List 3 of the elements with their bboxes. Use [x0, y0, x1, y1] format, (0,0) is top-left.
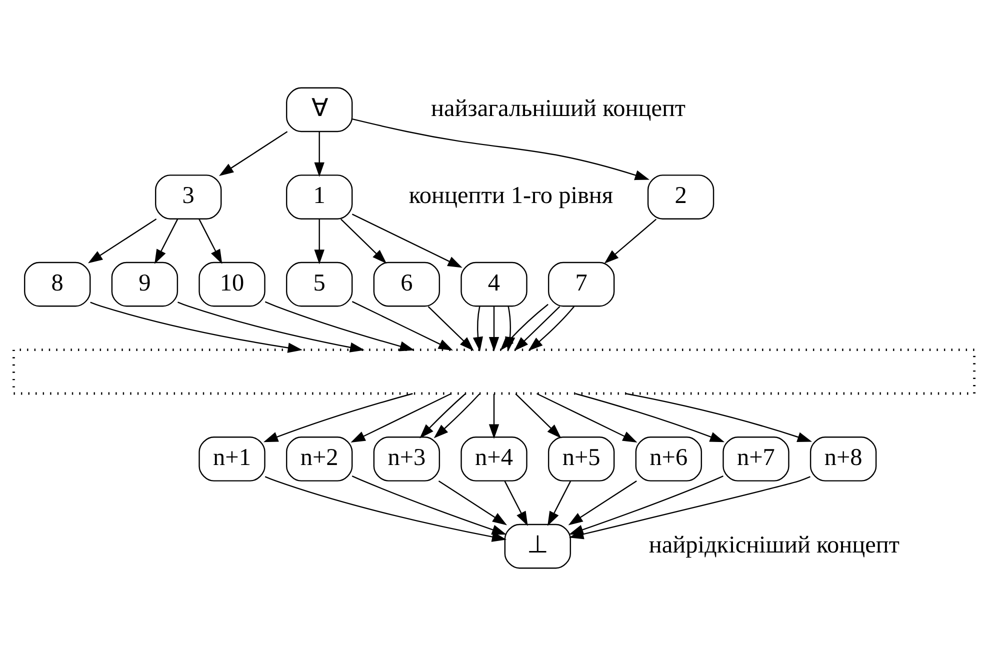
node-label: найрідкісніший концепт: [648, 531, 900, 558]
node-label: найзагальніший концепт: [431, 94, 686, 122]
label: концепти 1-го рівня: [408, 182, 614, 210]
